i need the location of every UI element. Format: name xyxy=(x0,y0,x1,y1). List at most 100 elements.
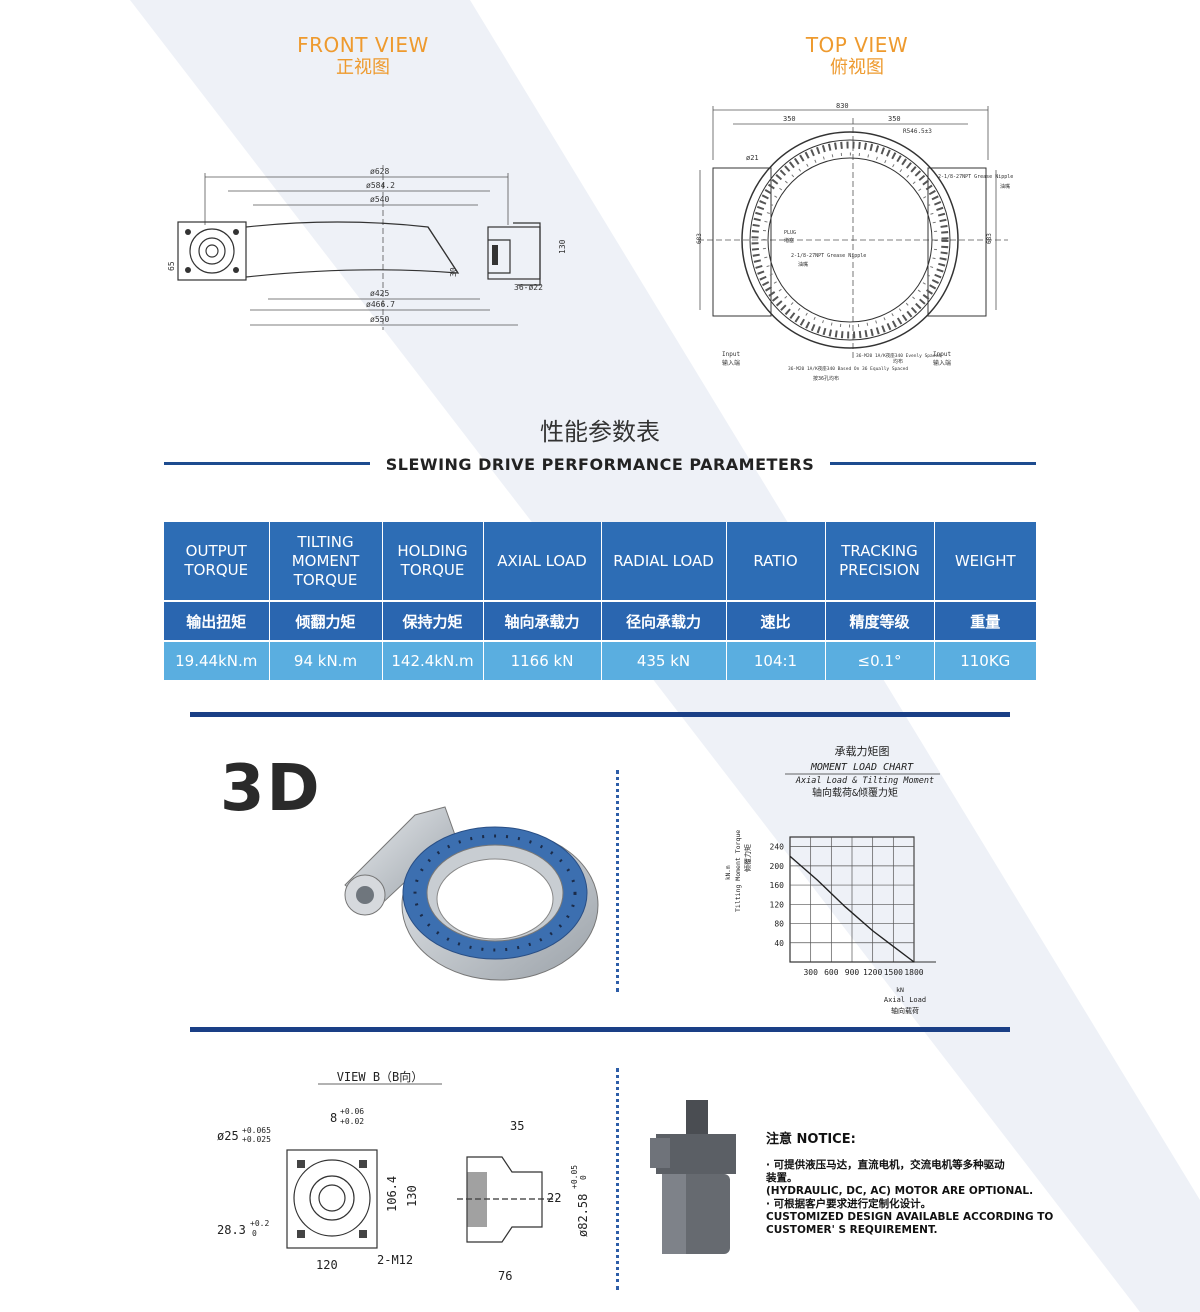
divider-3d-bottom xyxy=(190,1027,1010,1032)
view-b-d25: ø25 xyxy=(217,1129,239,1143)
top-dim-h683b: 683 xyxy=(986,233,993,244)
top-grease2-en: 2-1/8-27NPT Grease Nipple xyxy=(791,253,866,259)
chart-subtitle2: Axial Load & Tilting Moment xyxy=(795,776,934,786)
top-view-title: TOP VIEW 俯视图 xyxy=(757,34,957,80)
view-b-d82-tol-up: +0.05 xyxy=(570,1165,579,1189)
params-header-row: OUTPUT TORQUE TILTING MOMENT TORQUE HOLD… xyxy=(164,522,1036,601)
chart-y-tick-label: 80 xyxy=(774,920,784,929)
chart-y-tick-label: 240 xyxy=(770,843,785,852)
top-plug-cn: 堵塞 xyxy=(784,237,794,244)
top-dim-w830: 830 xyxy=(836,102,849,110)
top-plug-en: PLUG xyxy=(784,230,796,236)
chart-x-tick-label: 900 xyxy=(845,968,860,977)
header-cn-ratio: 速比 xyxy=(726,600,826,641)
front-dim-d540: ø540 xyxy=(370,195,389,204)
chart-x-tick-label: 600 xyxy=(824,968,839,977)
chart-subtitle: MOMENT LOAD CHART xyxy=(810,762,914,773)
top-grease-en: 2-1/8-27NPT Grease Nipple xyxy=(938,174,1013,180)
view-b-w76: 76 xyxy=(498,1269,512,1283)
chart-xlabel-unit: kN xyxy=(896,986,904,994)
value-radial-load: 435 kN xyxy=(601,640,727,680)
notice-line-4: · 可根据客户要求进行定制化设计。 xyxy=(766,1198,932,1210)
top-holes-a-cn: 均布 xyxy=(893,358,903,365)
notice-line-6: CUSTOMER' S REQUIREMENT. xyxy=(766,1224,938,1236)
chart-ylabel-en: Tilting Moment Torque xyxy=(734,830,742,912)
slewing-drive-3d-image xyxy=(344,806,599,981)
view-b-d25-tol-dn: +0.025 xyxy=(242,1135,271,1144)
top-holes-b-cn: 按36孔均布 xyxy=(813,375,839,382)
header-cn-axial-load: 轴向承载力 xyxy=(483,600,602,641)
view-b-w22: 22 xyxy=(547,1191,561,1205)
divider-3d-top xyxy=(190,712,1010,717)
moment-load-chart: 承载力矩图 MOMENT LOAD CHART Axial Load & Til… xyxy=(700,740,1000,1025)
top-holes-a: 36-M20 1A/K夜座340 Evenly Spaced xyxy=(856,352,941,359)
chart-y-tick-label: 200 xyxy=(770,862,785,871)
top-dim-d21: ø21 xyxy=(746,154,759,162)
view-b-d25-tol-up: +0.065 xyxy=(242,1126,271,1135)
header-holding-torque: HOLDING TORQUE xyxy=(382,522,484,601)
separator-3d xyxy=(616,770,619,992)
header-cn-tilting-moment: 倾翻力矩 xyxy=(269,600,383,641)
view-b-x28: 28.3 xyxy=(217,1223,246,1237)
view-b-x28-tol-dn: 0 xyxy=(252,1229,257,1238)
three-d-label: 3D xyxy=(220,752,322,826)
front-dim-d628: ø628 xyxy=(370,167,389,176)
header-ratio: RATIO xyxy=(726,522,826,601)
params-cn-row: 输出扭矩 倾翻力矩 保持力矩 轴向承载力 径向承载力 速比 精度等级 重量 xyxy=(164,600,1036,641)
view-b-w120: 120 xyxy=(316,1258,338,1272)
header-axial-load: AXIAL LOAD xyxy=(483,522,602,601)
view-b-title: VIEW B（B向） xyxy=(337,1069,424,1084)
chart-subtitle3: 轴向载荷&倾覆力矩 xyxy=(812,786,898,799)
front-view-drawing: ø628 ø584.2 ø540 ø425 ø466.7 ø550 36-ø22… xyxy=(167,165,567,330)
front-dim-h65: 65 xyxy=(167,261,176,271)
top-view-title-en: TOP VIEW xyxy=(805,33,909,57)
header-tilting-moment: TILTING MOMENT TORQUE xyxy=(269,522,383,601)
chart-y-tick-label: 160 xyxy=(770,881,785,890)
chart-x-tick-label: 1500 xyxy=(884,968,903,977)
notice-title: 注意 NOTICE: xyxy=(766,1132,856,1147)
value-tilting-moment: 94 kN.m xyxy=(269,640,383,680)
chart-x-tick-label: 1800 xyxy=(904,968,923,977)
front-dim-d425: ø425 xyxy=(370,289,389,298)
top-grease-cn: 油嘴 xyxy=(1000,183,1010,190)
header-tracking-precision: TRACKING PRECISION xyxy=(825,522,935,601)
separator-notice xyxy=(616,1068,619,1290)
chart-xlabel-cn: 轴向载荷 xyxy=(891,1006,919,1015)
front-dim-d550: ø550 xyxy=(370,315,389,324)
header-weight: WEIGHT xyxy=(934,522,1036,601)
params-rule-right xyxy=(830,462,1036,465)
chart-y-tick-label: 40 xyxy=(774,939,784,948)
top-grease2-cn: 油嘴 xyxy=(798,261,808,268)
params-title-cn: 性能参数表 xyxy=(540,418,660,446)
chart-x-tick-label: 1200 xyxy=(863,968,882,977)
top-dim-w350b: 350 xyxy=(888,115,901,123)
view-b-k8-tol-dn: +0.02 xyxy=(340,1117,364,1126)
value-axial-load: 1166 kN xyxy=(483,640,602,680)
top-view-title-cn: 俯视图 xyxy=(830,57,884,78)
top-view-drawing: 830 350 350 R546.5±3 ø21 683 683 2-1/8-2… xyxy=(696,102,1013,382)
view-b-d82: ø82.58 xyxy=(576,1194,590,1237)
value-ratio: 104:1 xyxy=(726,640,826,680)
value-weight: 110KG xyxy=(934,640,1036,680)
params-rule-left xyxy=(164,462,370,465)
front-view-title: FRONT VIEW 正视图 xyxy=(263,34,463,80)
top-dim-h683a: 683 xyxy=(696,233,703,244)
view-b-drawing: VIEW B（B向） ø25 +0.065 +0.025 8 +0.06 +0.… xyxy=(217,1069,590,1283)
header-cn-tracking-precision: 精度等级 xyxy=(825,600,935,641)
header-radial-load: RADIAL LOAD xyxy=(601,522,727,601)
chart-series-line xyxy=(789,855,915,963)
view-b-h106: 106.4 xyxy=(385,1176,399,1212)
params-title-en: SLEWING DRIVE PERFORMANCE PARAMETERS xyxy=(385,455,815,474)
header-cn-holding-torque: 保持力矩 xyxy=(382,600,484,641)
notice-line-2: 装置。 xyxy=(766,1172,798,1184)
chart-xlabel-en: Axial Load xyxy=(884,996,926,1004)
value-tracking-precision: ≤0.1° xyxy=(825,640,935,680)
view-b-h130: 130 xyxy=(405,1185,419,1207)
notice-line-1: · 可提供液压马达，直流电机，交流电机等多种驱动 xyxy=(766,1159,1005,1171)
moment-load-chart-svg: 承载力矩图 MOMENT LOAD CHART Axial Load & Til… xyxy=(725,745,940,1015)
top-dim-r: R546.5±3 xyxy=(903,128,932,135)
view-b-w35: 35 xyxy=(510,1119,524,1133)
view-b-m12: 2-M12 xyxy=(377,1253,413,1267)
front-dim-h130: 130 xyxy=(558,239,567,254)
top-input-right-cn: 输入端 xyxy=(933,359,951,367)
